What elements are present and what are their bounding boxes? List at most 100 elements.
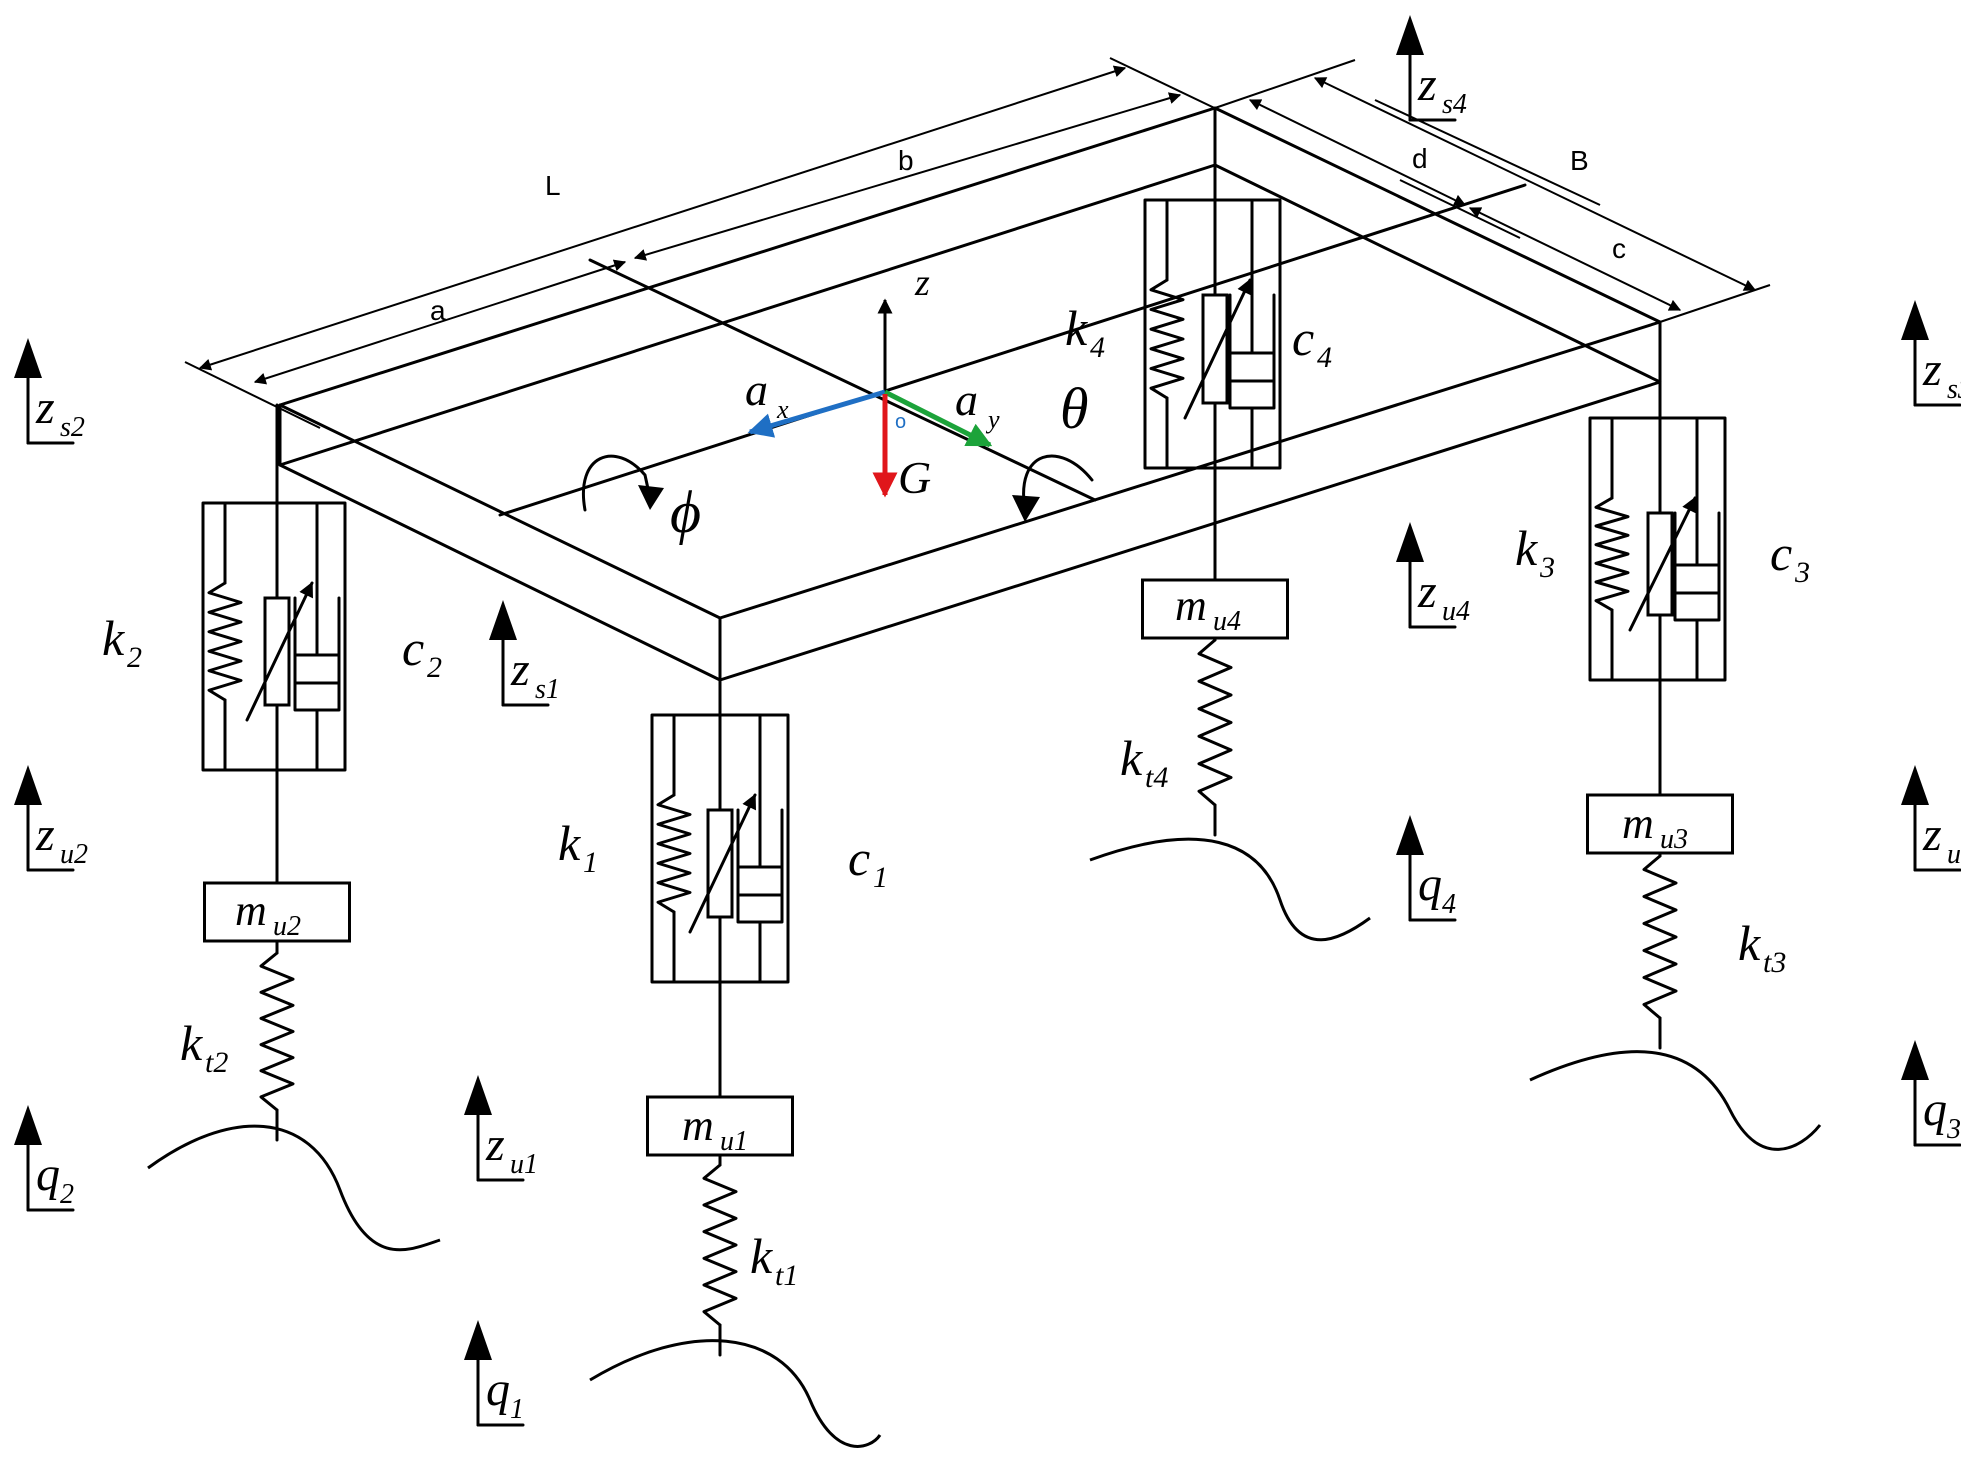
coord-subscript: 2 bbox=[60, 1179, 74, 1210]
spring-stiffness-subscript: 4 bbox=[1090, 331, 1105, 364]
damper-piston bbox=[736, 865, 784, 897]
ax-axis-label: a bbox=[745, 364, 768, 415]
coord-indicator-zs3: zs3 bbox=[1901, 300, 1961, 407]
dimension-c-label: c bbox=[1612, 233, 1626, 264]
dimension-lines bbox=[184, 57, 1771, 429]
coord-indicator-zu3: zu3 bbox=[1901, 765, 1961, 872]
variable-arrow bbox=[688, 793, 757, 934]
dimension-B-label: B bbox=[1570, 145, 1589, 176]
dimension-b-line bbox=[633, 92, 1182, 261]
unsprung-mass-c1 bbox=[646, 1095, 794, 1157]
coord-subscript: u3 bbox=[1947, 839, 1961, 870]
unsprung-mass-subscript: u3 bbox=[1660, 824, 1688, 855]
coord-subscript: 1 bbox=[510, 1394, 524, 1425]
spring-stiffness-subscript: 1 bbox=[583, 846, 598, 879]
gravity-label: G bbox=[898, 452, 931, 503]
damping-subscript: 3 bbox=[1794, 556, 1810, 589]
suspension-frame bbox=[201, 501, 347, 772]
dimension-c-line bbox=[1468, 207, 1682, 311]
suspension-spring bbox=[1594, 496, 1630, 612]
coord-label: z bbox=[1417, 565, 1437, 618]
ax-axis-arrow bbox=[747, 389, 886, 438]
damping-label: c bbox=[1770, 525, 1792, 581]
coord-subscript: s1 bbox=[535, 674, 560, 705]
up-arrow-icon bbox=[14, 1105, 42, 1145]
spring-stiffness-subscript: 2 bbox=[127, 641, 142, 674]
dimension-L-label: L bbox=[545, 170, 561, 201]
suspension-frame bbox=[1143, 198, 1282, 470]
unsprung-mass-subscript: u2 bbox=[273, 911, 301, 942]
up-arrow-icon bbox=[464, 1320, 492, 1360]
damping-subscript: 2 bbox=[427, 651, 442, 684]
up-arrow-icon bbox=[1901, 765, 1929, 805]
dimension-a-line bbox=[253, 259, 627, 385]
variable-arrow bbox=[1183, 278, 1252, 420]
up-arrow-icon bbox=[14, 765, 42, 805]
tire-stiffness-label: k bbox=[1738, 915, 1761, 971]
coord-label: q bbox=[1923, 1083, 1947, 1136]
damping-subscript: 1 bbox=[873, 861, 888, 894]
body-centerline-longitudinal bbox=[498, 183, 1527, 517]
spring-stiffness-label: k bbox=[1515, 520, 1538, 576]
coord-label: z bbox=[1922, 808, 1942, 861]
coord-label: z bbox=[35, 381, 55, 434]
road-profile bbox=[589, 1339, 882, 1448]
unsprung-mass-subscript: u4 bbox=[1213, 606, 1241, 637]
variable-actuator bbox=[706, 808, 734, 919]
road-profile bbox=[1089, 837, 1371, 942]
coord-label: q bbox=[486, 1363, 510, 1416]
roll-angle-label: ϕ bbox=[670, 479, 701, 545]
spring-stiffness-label: k bbox=[102, 610, 125, 666]
unsprung-mass-label: m bbox=[682, 1101, 714, 1150]
tire-stiffness-label: k bbox=[1120, 730, 1143, 786]
unsprung-mass-label: m bbox=[1622, 799, 1654, 848]
up-arrow-icon bbox=[14, 338, 42, 378]
ax-axis-subscript: x bbox=[776, 395, 789, 424]
dimension-B-line bbox=[1313, 77, 1757, 291]
spring-stiffness-label: k bbox=[1065, 300, 1088, 356]
spring-stiffness-subscript: 3 bbox=[1539, 551, 1555, 584]
tire-spring bbox=[1642, 854, 1678, 1020]
coord-subscript: 4 bbox=[1442, 889, 1456, 920]
damping-label: c bbox=[1292, 310, 1314, 366]
suspension-spring bbox=[656, 793, 692, 914]
damping-subscript: 4 bbox=[1317, 341, 1332, 374]
unsprung-mass-label: m bbox=[235, 886, 267, 935]
unsprung-mass-subscript: u1 bbox=[720, 1126, 748, 1157]
up-arrow-icon bbox=[1396, 522, 1424, 562]
tire-spring bbox=[1197, 638, 1233, 807]
coord-label: q bbox=[36, 1148, 60, 1201]
coord-subscript: u1 bbox=[510, 1149, 538, 1180]
suspension-frame bbox=[1588, 416, 1727, 682]
tire-stiffness-subscript: t3 bbox=[1763, 946, 1786, 979]
variable-actuator bbox=[1646, 511, 1674, 617]
coordinate-indicators: zs2zu2q2zs1zu1q1zs4zu4q4zs3zu3q3 bbox=[14, 15, 1961, 1427]
variable-actuator bbox=[1201, 293, 1229, 405]
variable-arrow bbox=[1628, 496, 1697, 632]
suspension-spring bbox=[207, 581, 243, 702]
coord-label: z bbox=[1922, 343, 1942, 396]
ay-axis-subscript: y bbox=[985, 405, 1000, 434]
roll-arrow bbox=[582, 454, 652, 512]
up-arrow-icon bbox=[1901, 1040, 1929, 1080]
damper-piston bbox=[293, 653, 341, 685]
coord-subscript: 3 bbox=[1946, 1114, 1961, 1145]
unsprung-mass-label: m bbox=[1175, 581, 1207, 630]
up-arrow-icon bbox=[489, 600, 517, 640]
body-left-face bbox=[278, 403, 722, 682]
spring-stiffness-label: k bbox=[558, 815, 581, 871]
pitch-arrow bbox=[1022, 454, 1094, 512]
up-arrow-icon bbox=[1396, 815, 1424, 855]
origin-label: o bbox=[895, 411, 906, 433]
